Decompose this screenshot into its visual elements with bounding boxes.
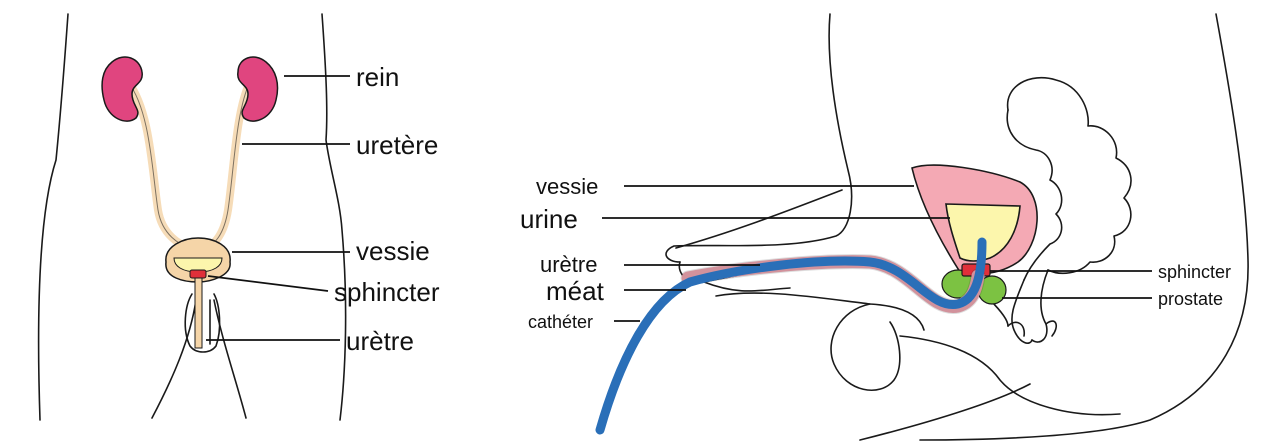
label-uretere: uretère: [356, 130, 438, 160]
front-view: rein uretère vessie sphincter urètre: [39, 14, 440, 420]
label-uretre-side: urètre: [540, 252, 597, 277]
front-body-outline: [39, 14, 346, 420]
left-ureter: [128, 82, 190, 248]
leader-sphincter-front: [208, 276, 328, 291]
label-rein: rein: [356, 62, 399, 92]
label-sphincter-front: sphincter: [334, 277, 440, 307]
side-view: vessie urine urètre méat cathéter sphinc…: [520, 14, 1248, 440]
label-prostate: prostate: [1158, 289, 1223, 309]
label-urine: urine: [520, 204, 578, 234]
urethra-front: [195, 278, 202, 348]
label-sphincter-side: sphincter: [1158, 262, 1231, 282]
label-vessie-side: vessie: [536, 174, 598, 199]
ureters: [128, 82, 250, 248]
label-uretre-front: urètre: [346, 326, 414, 356]
label-vessie-front: vessie: [356, 236, 430, 266]
label-meat: méat: [546, 276, 605, 306]
sphincter-front: [190, 270, 206, 278]
label-catheter: cathéter: [528, 312, 593, 332]
